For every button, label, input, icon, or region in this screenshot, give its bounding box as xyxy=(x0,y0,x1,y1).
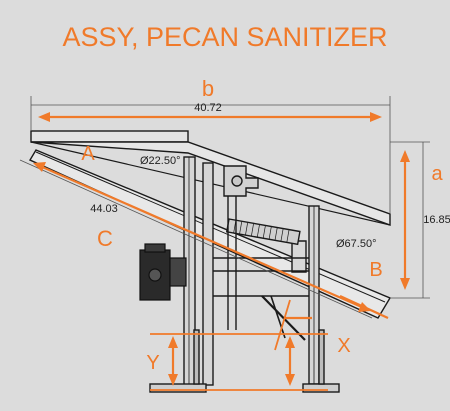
motor-fan xyxy=(148,268,162,282)
x-slope-line xyxy=(339,295,389,319)
dimension-lines xyxy=(19,96,430,319)
label-A: A xyxy=(81,143,95,165)
inner-brace xyxy=(270,295,286,339)
label-X: X xyxy=(337,335,350,357)
machine-linework xyxy=(28,130,392,393)
dim-angle-top: Ø22.50° xyxy=(140,155,180,167)
left-foot xyxy=(149,383,207,393)
dim-diagonal: 44.03 xyxy=(90,203,118,215)
dim-angle-right: Ø67.50° xyxy=(336,238,376,250)
dim-height: 16.85 xyxy=(423,214,450,226)
arrow-y-left-head-top xyxy=(168,336,178,348)
label-b: b xyxy=(202,76,214,101)
tee-fitting-port xyxy=(231,175,243,187)
label-B: B xyxy=(369,259,382,281)
arrow-b-head-left xyxy=(38,112,50,122)
motor-coupling xyxy=(169,257,187,287)
diagram-title: ASSY, PECAN SANITIZER xyxy=(62,22,387,52)
arrow-b-head-right xyxy=(370,112,382,122)
x-indicator-line xyxy=(274,299,291,351)
arrow-y-left-head-bottom xyxy=(168,374,178,386)
dim-diagonal-line xyxy=(19,159,373,319)
arrow-y-right-head-top xyxy=(285,336,295,348)
label-a: a xyxy=(431,163,443,185)
inner-leg xyxy=(202,162,214,386)
pump-motor xyxy=(139,243,187,301)
left-adjuster xyxy=(193,329,200,385)
arrow-c-head-left xyxy=(33,162,46,172)
top-tray xyxy=(30,130,189,143)
diagonal-brace xyxy=(261,295,306,341)
label-C: C xyxy=(97,226,113,251)
spring-coils xyxy=(233,220,290,243)
arrow-y-right-head-bottom xyxy=(285,374,295,386)
motor-cap xyxy=(144,243,166,253)
right-bracket xyxy=(291,240,307,273)
right-adjuster xyxy=(318,329,325,385)
upper-sloped-tray xyxy=(30,141,391,226)
dim-top-length: 40.72 xyxy=(194,102,222,114)
orange-annotations xyxy=(33,112,410,391)
arrow-a-head-bottom xyxy=(400,278,410,290)
arrow-a-head-top xyxy=(400,150,410,162)
label-Y: Y xyxy=(146,352,159,374)
arrow-c-line xyxy=(39,164,365,310)
